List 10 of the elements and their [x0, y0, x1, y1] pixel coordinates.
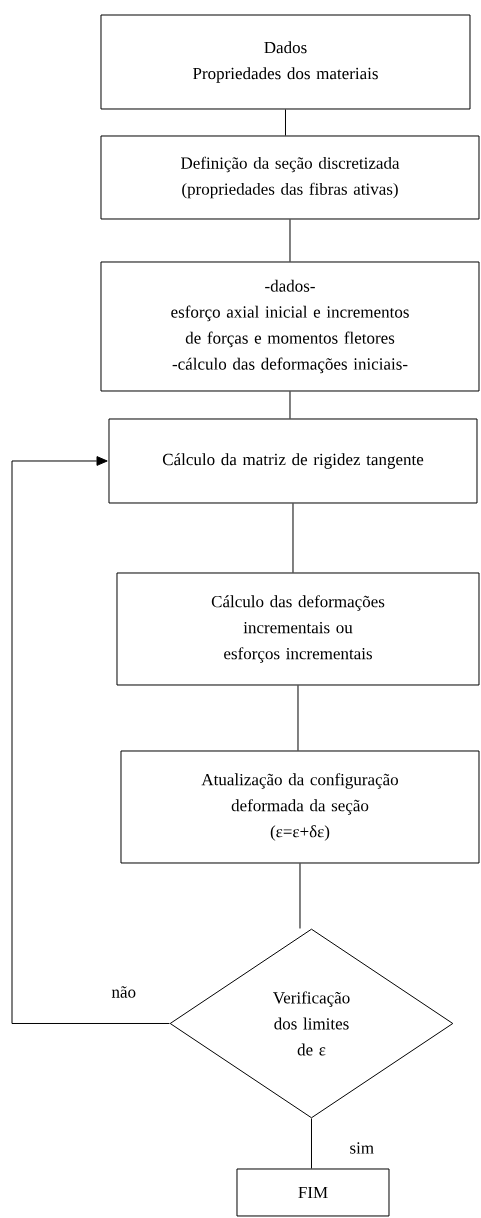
- arrow: [11, 456, 170, 1024]
- process-box: -dados- esforço axial inicial e incrementos de forças e momentos fletores -cálculo das deformações iniciais-: [100, 261, 480, 392]
- process-box: Definição da seção discretizada (propriedades das fibras ativas): [100, 135, 480, 220]
- edge-label: não: [110, 985, 138, 999]
- edge-label: sim: [348, 1141, 376, 1155]
- process-box: Dados Propriedades dos materiais: [100, 14, 471, 110]
- process-box: Cálculo da matriz de rigidez tangente: [108, 418, 478, 504]
- process-box: Cálculo das deformações incrementais ou esforços incrementais: [116, 572, 480, 686]
- process-box: Atualização da configuração deformada da seção (ε=ε+δε): [120, 750, 480, 864]
- process-box: FIM: [236, 1168, 390, 1217]
